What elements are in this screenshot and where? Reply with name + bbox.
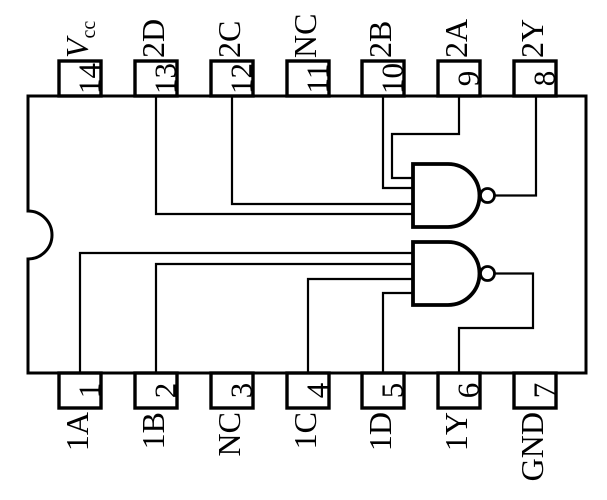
pin-14-number: 14	[72, 63, 107, 95]
pin-7-box	[512, 371, 558, 410]
pin-5-box	[360, 371, 406, 410]
pin-1-number: 1	[72, 383, 107, 399]
pin-4: 4 1C	[285, 371, 335, 449]
wire-pin2-to-gate1	[154, 262, 413, 373]
nand-gate-1-body	[411, 240, 482, 307]
wire-pin13-to-gate2	[154, 96, 413, 216]
wire-gate2-to-pin8	[494, 96, 538, 197]
pin-10-label: 2B	[362, 21, 398, 58]
pin-2-label: 1B	[135, 412, 171, 449]
pin-13: 13 2D	[133, 19, 183, 98]
wire-pin4-to-gate1	[306, 277, 413, 373]
pin-14-label: Vcc	[59, 21, 100, 58]
pin-6: 6 1Y	[436, 371, 486, 451]
nand-gate-1-inverter-bubble	[479, 265, 496, 282]
pin-6-number: 6	[451, 383, 486, 399]
pin-14: 14 Vcc	[57, 21, 107, 98]
pin-3-number: 3	[224, 383, 259, 399]
nand-gate-2-body	[411, 162, 482, 229]
pin-1-label: 1A	[59, 412, 95, 451]
pin-8-number: 8	[527, 71, 562, 87]
wire-gate1-to-pin6	[457, 272, 535, 373]
pin-8: 8 2Y	[512, 19, 562, 98]
pin-4-box	[285, 371, 331, 410]
pin-7-number: 7	[527, 383, 562, 399]
pin-4-label: 1C	[287, 412, 323, 449]
pin-3-label: NC	[211, 412, 247, 456]
pin-14-box	[57, 59, 103, 98]
wire-pin1-to-gate1	[78, 251, 413, 373]
wire-pin10-to-gate2	[381, 96, 413, 190]
pin-10-number: 10	[375, 63, 410, 94]
pin-2: 2 1B	[133, 371, 183, 449]
pin-10-box	[360, 59, 406, 98]
pin-9-number: 9	[451, 71, 486, 87]
pin-8-box	[512, 59, 558, 98]
chip-body	[26, 94, 588, 375]
pin-9-box	[436, 59, 482, 98]
pin-5-label: 1D	[362, 412, 398, 451]
pin-8-label: 2Y	[514, 19, 550, 58]
pin-11-label: NC	[287, 14, 323, 58]
pin-13-label: 2D	[135, 19, 171, 58]
pin-10: 10 2B	[360, 21, 410, 98]
wire-pin9-to-gate2	[390, 96, 461, 180]
pin-12-label: 2C	[211, 21, 247, 58]
nand-gate-2-inverter-bubble	[479, 187, 496, 204]
pin-13-number: 13	[148, 63, 183, 94]
pin-13-box	[133, 59, 179, 98]
pin-1-box	[57, 371, 103, 410]
pin-5: 5 1D	[360, 371, 410, 451]
pin-3: 3 NC	[209, 371, 259, 456]
pin-12-box	[209, 59, 255, 98]
pin-1: 1 1A	[57, 371, 107, 451]
pin-11-number: 11	[300, 64, 335, 94]
pin-4-number: 4	[300, 382, 335, 398]
pin-6-box	[436, 371, 482, 410]
pin-9-label: 2A	[438, 19, 474, 58]
pin-9: 9 2A	[436, 19, 486, 98]
pin-12-number: 12	[224, 63, 259, 94]
pin-7: 7 GND	[512, 371, 562, 481]
pin-6-label: 1Y	[438, 412, 474, 451]
pin-11-box	[285, 59, 331, 98]
wire-pin12-to-gate2	[230, 96, 413, 206]
pin-11: 11 NC	[285, 14, 335, 98]
wire-pin5-to-gate1	[381, 291, 413, 373]
pin-5-number: 5	[375, 383, 410, 399]
pin-2-number: 2	[148, 383, 183, 399]
pin-12: 12 2C	[209, 21, 259, 98]
pin-2-box	[133, 371, 179, 410]
pin-3-box	[209, 371, 255, 410]
pin-7-label: GND	[514, 412, 550, 481]
